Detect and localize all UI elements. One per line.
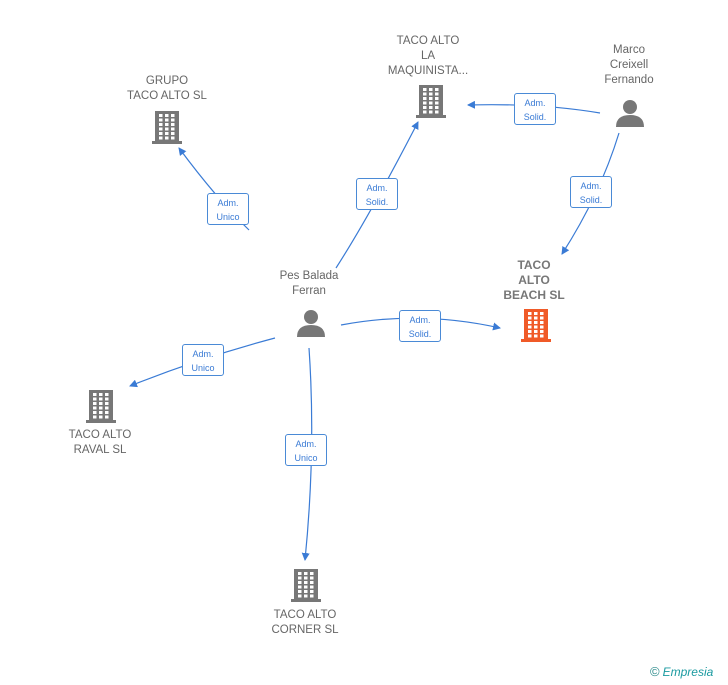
building-icon-raval[interactable] (86, 390, 116, 423)
edge-badge-role: Adm. (409, 315, 431, 325)
edge-badge-role: Adm. (524, 98, 546, 108)
edge-badge-role: Adm. (580, 181, 602, 191)
edge-badge-pes-to-corner[interactable]: Adm. Unico (285, 434, 327, 466)
edge-badge-marco-to-beach[interactable]: Adm. Solid. (570, 176, 612, 208)
node-label-taco-alto-corner[interactable]: TACO ALTO CORNER SL (271, 609, 339, 636)
edge-badge-type: Unico (294, 453, 318, 463)
building-icon-grupo[interactable] (152, 111, 182, 144)
edge-badge-role: Adm. (192, 349, 214, 359)
edge-badge-role: Adm. (295, 439, 317, 449)
node-label-marco-creixell-fernando[interactable]: Marco Creixell Fernando (604, 44, 654, 86)
edge-badge-pes-to-beach[interactable]: Adm. Solid. (399, 310, 441, 342)
edge-badge-marco-to-maquinista[interactable]: Adm. Solid. (514, 93, 556, 125)
node-label-pes-balada-ferran[interactable]: Pes Balada Ferran (279, 270, 339, 297)
edge-badge-pes-to-raval[interactable]: Adm. Unico (182, 344, 224, 376)
icons-layer (86, 85, 644, 602)
edge-badge-type: Unico (191, 363, 215, 373)
edge-badge-type: Solid. (365, 197, 389, 207)
node-label-taco-alto-beach[interactable]: TACO ALTO BEACH SL (503, 258, 565, 302)
building-icon-corner[interactable] (291, 569, 321, 602)
node-label-taco-alto-la-maquinista[interactable]: TACO ALTO LA MAQUINISTA... (387, 35, 469, 77)
person-icon-marco[interactable] (616, 100, 644, 127)
node-label-taco-alto-raval[interactable]: TACO ALTO RAVAL SL (68, 429, 132, 456)
node-label-grupo-taco-alto[interactable]: GRUPO TACO ALTO SL (127, 75, 207, 102)
edge-badge-pes-to-maquinista[interactable]: Adm. Solid. (356, 178, 398, 210)
building-icon-maquinista[interactable] (416, 85, 446, 118)
edge-badge-role: Adm. (217, 198, 239, 208)
copyright-symbol: © (650, 664, 660, 679)
brand-name: Empresia (662, 665, 714, 679)
edge-badge-role: Adm. (366, 183, 388, 193)
building-icon-beach[interactable] (521, 309, 551, 342)
empresia-logo[interactable]: ©Empresia (650, 664, 713, 679)
edge-badge-pes-to-grupo[interactable]: Adm. Unico (207, 193, 249, 225)
person-icon-pes[interactable] (297, 310, 325, 337)
edge-badge-type: Solid. (408, 329, 432, 339)
edge-badge-type: Unico (216, 212, 240, 222)
edge-badge-type: Solid. (579, 195, 603, 205)
edge-badge-type: Solid. (523, 112, 547, 122)
